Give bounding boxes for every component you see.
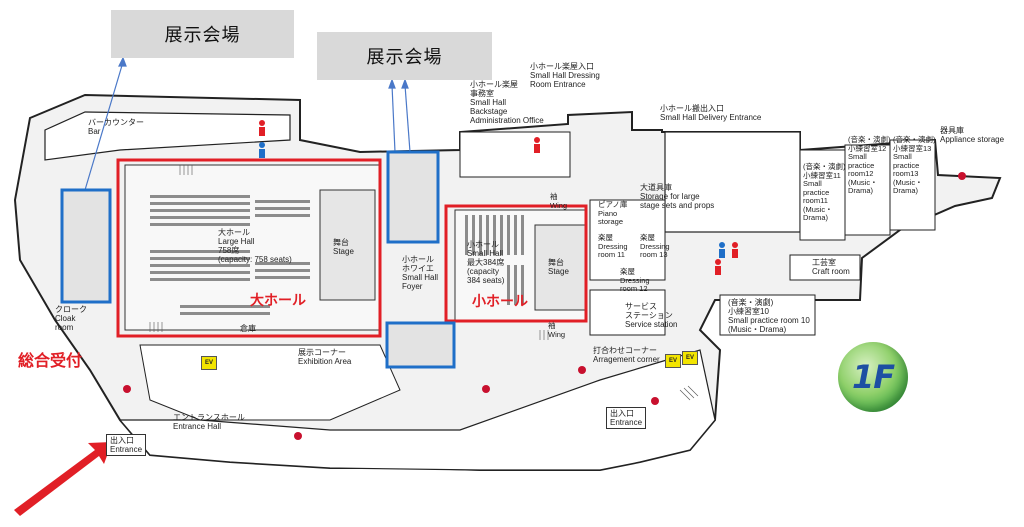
right-entrance-label: 出入口 Entrance <box>606 407 647 429</box>
dressing-room-12-label: 楽屋 Dressing room 12 <box>620 267 650 293</box>
location-dots <box>123 172 966 440</box>
appliance-storage-label: 器具庫 Appliance storage <box>940 126 1005 144</box>
service-station-label: サービス ステーション Service station <box>625 302 678 329</box>
service-station-room <box>589 289 666 336</box>
wing-bottom-label: 袖 Wing <box>548 321 566 339</box>
storehouse-label: 倉庫 <box>240 324 256 333</box>
elevator-marker: EV <box>665 354 681 368</box>
large-hall-label: 大ホール Large Hall 758席 (capacity: 758 seat… <box>218 228 292 264</box>
practice-room-10 <box>719 294 816 336</box>
wall-entrance-hall <box>118 349 716 471</box>
wall-bar <box>44 111 291 161</box>
craft-room <box>789 254 861 281</box>
practice-room-12 <box>844 144 891 236</box>
small-hall-backstage-label: 小ホール楽屋 事務室 Small Hall Backstage Administ… <box>470 80 544 125</box>
large-hall-stage <box>319 189 376 301</box>
large-hall-highlight <box>116 158 382 338</box>
small-hall-seats <box>465 215 524 305</box>
practice-room-11 <box>799 149 846 241</box>
exhibition-areas <box>60 150 456 369</box>
large-storage-room <box>664 131 801 233</box>
wing-top-label: 袖 Wing <box>550 192 568 210</box>
piano-storage-label: ピアノ庫 Piano storage <box>598 200 628 226</box>
cloak-room-label: クローク Cloak room <box>55 305 87 332</box>
small-hall-stage <box>534 224 586 311</box>
large-storage-label: 大道具庫 Storage for large stage sets and pr… <box>640 183 715 210</box>
small-stage-label: 舞台 Stage <box>548 258 569 276</box>
main-entrance-label: 出入口 Entrance <box>106 434 147 456</box>
practice-room-10-label: (音楽・演劇) 小練習室10 Small practice room 10 (M… <box>728 298 810 334</box>
craft-room-label: 工芸室 Craft room <box>812 258 850 276</box>
exhibition-venue-label-left: 展示会場 <box>111 10 294 58</box>
dressing-room-13-label: 楽屋 Dressing room 13 <box>640 233 670 259</box>
entrance-hall-label: エントランスホール Entrance Hall <box>173 413 245 431</box>
exhibition-area-label: 展示コーナー Exhibition Area <box>298 348 352 366</box>
restroom-icons <box>259 120 738 275</box>
floor-label: 1F <box>851 358 895 396</box>
exhibition-venue-label-center: 展示会場 <box>317 32 492 80</box>
small-hall-label: 小ホール Small Hall 最大384席 (capacity 384 sea… <box>467 240 505 285</box>
small-hall-foyer-label: 小ホール ホワイエ Small Hall Foyer <box>402 255 439 291</box>
large-hall-highlight-label: 大ホール <box>250 292 306 308</box>
practice-room-13-label: (音楽・演劇) 小練習室13 Small practice room13 (Mu… <box>893 135 936 195</box>
practice-room-12-label: (音楽・演劇) 小練習室12 Small practice room12 (Mu… <box>848 135 891 195</box>
small-hall-highlight <box>444 204 588 323</box>
elevator-marker: EV <box>201 356 217 370</box>
practice-room-11-label: (音楽・演劇) 小練習室11 Small practice room11 (Mu… <box>803 162 846 222</box>
small-hall-dressing-entrance-label: 小ホール楽屋入口 Small Hall Dressing Room Entran… <box>530 62 600 89</box>
elevator-marker: EV <box>682 351 698 365</box>
practice-room-13 <box>889 139 936 231</box>
exhibition-pointer-lines <box>84 56 411 191</box>
dressing-room-11-label: 楽屋 Dressing room 11 <box>598 233 628 259</box>
entrance-arrow <box>14 442 112 516</box>
reception-label: 総合受付 <box>18 353 83 370</box>
stairs <box>149 165 699 401</box>
meeting-corner-label: 打合わせコーナー Arragement corner <box>593 346 660 364</box>
backstage-block <box>459 131 571 178</box>
floor-badge: 1F <box>838 342 908 412</box>
small-hall-delivery-entrance-label: 小ホール搬出入口 Small Hall Delivery Entrance <box>660 104 762 122</box>
large-stage-label: 舞台 Stage <box>333 238 354 256</box>
small-hall-highlight-label: 小ホール <box>472 293 528 309</box>
dressing-room-block <box>589 199 666 281</box>
bar-label: バーカウンター Bar <box>88 118 144 136</box>
large-hall-seats <box>150 195 310 315</box>
